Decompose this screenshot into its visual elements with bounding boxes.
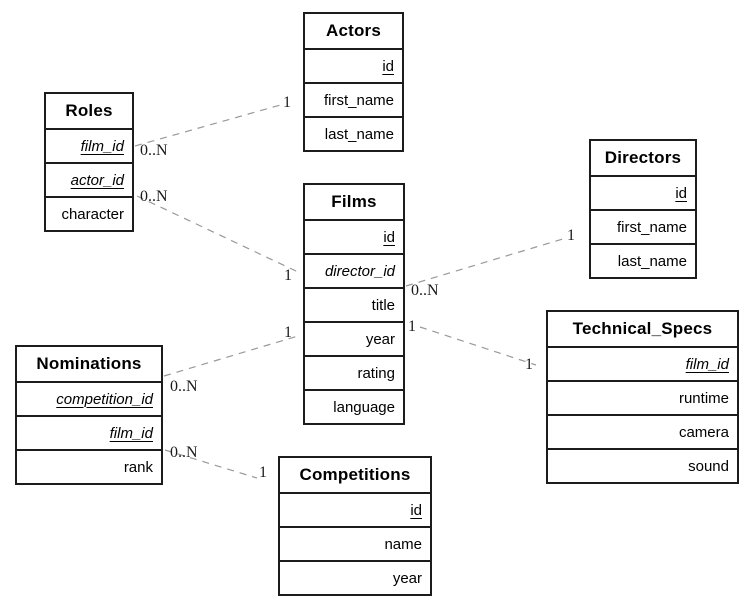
field-nominations-rank: rank — [17, 451, 161, 483]
field-competitions-name: name — [280, 528, 430, 562]
table-competitions: Competitions id name year — [278, 456, 432, 596]
field-directors-first-name: first_name — [591, 211, 695, 245]
table-directors: Directors id first_name last_name — [589, 139, 697, 279]
field-label: year — [392, 569, 422, 587]
field-actors-first-name: first_name — [305, 84, 402, 118]
cardinality-roles-films-near-roles: 0..N — [140, 188, 168, 205]
field-label: id — [382, 57, 394, 75]
cardinality-films-directors-near-directors: 1 — [567, 227, 575, 244]
field-actors-last-name: last_name — [305, 118, 402, 150]
field-technical-specs-runtime: runtime — [548, 382, 737, 416]
field-directors-last-name: last_name — [591, 245, 695, 277]
field-films-director-id: director_id — [305, 255, 403, 289]
field-label: last_name — [617, 252, 687, 270]
relationship-line-nominations-competitions — [164, 449, 258, 479]
field-label: language — [333, 398, 395, 416]
field-technical-specs-sound: sound — [548, 450, 737, 482]
relationship-line-nominations-films — [163, 335, 299, 377]
field-roles-actor-id: actor_id — [46, 164, 132, 198]
relationship-line-roles-actors — [134, 103, 285, 147]
table-films: Films id director_id title year rating l… — [303, 183, 405, 425]
table-nominations: Nominations competition_id film_id rank — [15, 345, 163, 485]
field-label: name — [384, 535, 422, 553]
field-nominations-film-id: film_id — [17, 417, 161, 451]
cardinality-roles-actors-near-actors: 1 — [283, 94, 291, 111]
table-directors-title: Directors — [591, 141, 695, 177]
field-label: film_id — [109, 424, 153, 442]
field-technical-specs-camera: camera — [548, 416, 737, 450]
field-label: last_name — [324, 125, 394, 143]
cardinality-films-technical-specs-near-films: 1 — [408, 318, 416, 335]
field-label: id — [383, 228, 395, 246]
field-label: director_id — [324, 262, 395, 280]
relationship-line-films-technical-specs — [419, 326, 537, 366]
field-competitions-year: year — [280, 562, 430, 594]
relationship-line-roles-films — [136, 195, 299, 273]
table-technical-specs: Technical_Specs film_id runtime camera s… — [546, 310, 739, 484]
cardinality-roles-actors-near-roles: 0..N — [140, 142, 168, 159]
field-films-language: language — [305, 391, 403, 423]
field-label: film_id — [80, 137, 124, 155]
field-films-rating: rating — [305, 357, 403, 391]
table-films-title: Films — [305, 185, 403, 221]
field-actors-id: id — [305, 50, 402, 84]
field-label: first_name — [616, 218, 687, 236]
field-label: runtime — [678, 389, 729, 407]
field-label: actor_id — [70, 171, 124, 189]
field-label: rank — [123, 458, 153, 476]
field-label: competition_id — [56, 390, 153, 408]
cardinality-roles-films-near-films: 1 — [284, 267, 292, 284]
field-label: rating — [357, 364, 395, 382]
cardinality-nominations-films-near-nominations: 0..N — [170, 378, 198, 395]
table-technical-specs-title: Technical_Specs — [548, 312, 737, 348]
cardinality-films-directors-near-films: 0..N — [411, 282, 439, 299]
field-label: title — [371, 296, 395, 314]
field-directors-id: id — [591, 177, 695, 211]
table-nominations-title: Nominations — [17, 347, 161, 383]
field-films-id: id — [305, 221, 403, 255]
field-label: character — [61, 205, 124, 223]
field-label: id — [675, 184, 687, 202]
cardinality-nominations-competitions-near-competitions: 1 — [259, 464, 267, 481]
field-nominations-competition-id: competition_id — [17, 383, 161, 417]
field-competitions-id: id — [280, 494, 430, 528]
cardinality-nominations-films-near-films: 1 — [284, 324, 292, 341]
field-label: year — [365, 330, 395, 348]
field-label: sound — [688, 457, 729, 475]
field-label: first_name — [323, 91, 394, 109]
field-films-title: title — [305, 289, 403, 323]
field-films-year: year — [305, 323, 403, 357]
relationship-line-films-directors — [405, 237, 567, 287]
field-roles-film-id: film_id — [46, 130, 132, 164]
cardinality-films-technical-specs-near-specs: 1 — [525, 356, 533, 373]
field-technical-specs-film-id: film_id — [548, 348, 737, 382]
cardinality-nominations-competitions-near-nominations: 0..N — [170, 444, 198, 461]
table-competitions-title: Competitions — [280, 458, 430, 494]
table-roles: Roles film_id actor_id character — [44, 92, 134, 232]
table-actors: Actors id first_name last_name — [303, 12, 404, 152]
field-roles-character: character — [46, 198, 132, 230]
table-actors-title: Actors — [305, 14, 402, 50]
table-roles-title: Roles — [46, 94, 132, 130]
field-label: film_id — [685, 355, 729, 373]
field-label: id — [410, 501, 422, 519]
field-label: camera — [678, 423, 729, 441]
